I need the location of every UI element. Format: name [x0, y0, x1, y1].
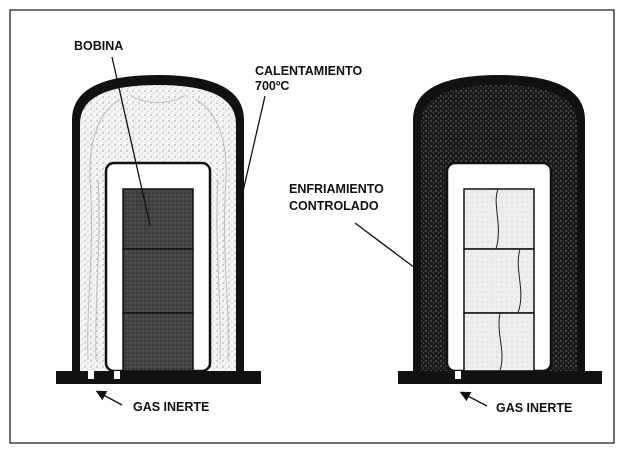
left-heat-streaks: [87, 94, 229, 361]
label-gas-right: GAS INERTE: [496, 401, 572, 415]
cooling-furnace: [398, 75, 602, 384]
label-heating-2: 700ºC: [255, 79, 289, 93]
label-cooling-2: CONTROLADO: [289, 199, 379, 213]
left-gas-inlet: [88, 371, 94, 379]
right-gas-arrow: [459, 391, 488, 407]
right-gas-inlet: [455, 371, 461, 379]
cooling-leader: [354, 222, 416, 269]
leader-lines: [95, 56, 488, 407]
coil-leader: [111, 56, 151, 226]
right-base-plate: [398, 371, 602, 384]
left-gas-outlet: [114, 371, 120, 379]
left-base-plate: [56, 371, 261, 384]
label-gas-left: GAS INERTE: [133, 400, 209, 414]
left-coil-top: [122, 188, 194, 250]
label-cooling-1: ENFRIAMIENTO: [289, 182, 384, 196]
label-coil: BOBINA: [74, 39, 123, 53]
heating-furnace: [56, 75, 261, 384]
right-grain-lines: [495, 188, 522, 372]
label-heating-1: CALENTAMIENTO: [255, 64, 362, 78]
right-coil-top: [463, 188, 535, 250]
right-coil-middle: [463, 248, 535, 314]
figure-border: [9, 9, 615, 444]
left-coil-bottom: [122, 312, 194, 372]
heating-leader: [240, 95, 266, 201]
left-coil-middle: [122, 248, 194, 314]
left-gas-arrow: [95, 390, 123, 406]
